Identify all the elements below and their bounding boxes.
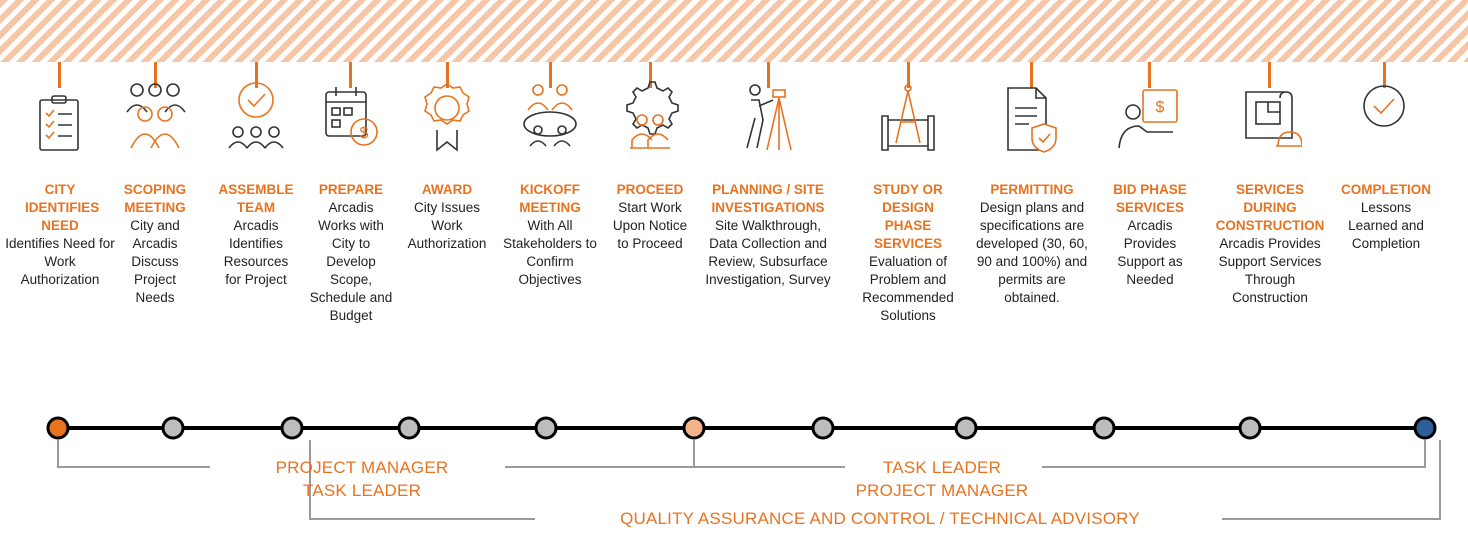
step-kickoff-meeting: KICKOFF MEETING With All Stakeholders to… [494,181,606,289]
svg-text:$: $ [360,125,369,142]
timeline-node [811,416,835,440]
right-role-bracket [1042,440,1426,468]
step-desc: Design plans and specifications are deve… [976,200,1088,305]
step-tick [349,62,352,88]
computer-dollar-icon: $ [1117,68,1181,168]
step-title: SCOPING MEETING [123,182,187,215]
step-permitting: PERMITTING Design plans and specificatio… [968,181,1096,307]
step-scoping-meeting: SCOPING MEETING City and Arcadis Discuss… [99,181,211,307]
step-title: KICKOFF MEETING [519,182,581,215]
document-shield-icon [1000,68,1064,168]
timeline-node [397,416,421,440]
step-tick [154,62,157,88]
gear-people-icon [618,68,682,168]
step-title: SERVICES DURING CONSTRUCTION [1215,182,1325,233]
step-title: CITY IDENTIFIES NEED [25,182,100,233]
left-role-bracket [57,440,210,468]
check-circle-icon [1352,68,1416,168]
step-tick [767,62,770,88]
timeline-node-end [1413,416,1437,440]
step-tick [1383,62,1386,88]
step-city-identifies-need: CITY IDENTIFIES NEED Identifies Need for… [4,181,116,289]
round-table-icon [518,68,582,168]
step-desc: City and Arcadis Discuss Project Needs [130,218,180,305]
step-title: PLANNING / SITE INVESTIGATIONS [711,182,825,215]
step-desc: Start Work Upon Notice to Proceed [612,200,688,251]
calendar-budget-icon: $ [318,68,382,168]
role-left-line2: TASK LEADER [302,481,422,500]
timeline-node [1238,416,1262,440]
team-check-icon [224,68,288,168]
role-right-line2: PROJECT MANAGER [855,481,1029,500]
step-proceed: PROCEED Start Work Upon Notice to Procee… [594,181,706,253]
step-title: COMPLETION [1341,182,1431,197]
step-planning-site-investigations: PLANNING / SITE INVESTIGATIONS Site Walk… [700,181,836,289]
step-tick [907,62,910,88]
step-title: BID PHASE SERVICES [1113,182,1187,215]
timeline-node-midpoint [682,416,706,440]
timeline-node [161,416,185,440]
step-desc: Lessons Learned and Completion [1348,200,1424,251]
step-desc: Site Walkthrough, Data Collection and Re… [705,218,831,287]
role-left-line1: PROJECT MANAGER [275,458,449,477]
qa-bracket-left [309,440,535,520]
step-tick [58,62,61,88]
blueprint-compass-icon [876,68,940,168]
construction-plan-icon [1238,68,1302,168]
step-desc: Evaluation of Problem and Recommended So… [862,254,954,323]
timeline-node-start [46,416,70,440]
step-tick [1148,62,1151,88]
left-role-bracket-end [505,440,695,468]
surveyor-icon [737,68,801,168]
timeline-node [954,416,978,440]
step-tick [649,62,652,88]
striped-banner [0,0,1468,62]
step-desc: Arcadis Provides Support as Needed [1117,218,1183,287]
award-ribbon-icon [415,68,479,168]
step-completion: COMPLETION Lessons Learned and Completio… [1330,181,1442,253]
role-qa: QUALITY ASSURANCE AND CONTROL / TECHNICA… [620,509,1140,528]
step-assemble-team: ASSEMBLE TEAM Arcadis Identifies Resourc… [200,181,312,289]
step-study-or-design-phase-services: STUDY OR DESIGN PHASE SERVICES Evaluatio… [852,181,964,325]
step-tick [1268,62,1271,88]
step-desc: Arcadis Works with City to Develop Scope… [309,200,393,323]
step-title: PREPARE [318,182,384,197]
group-meeting-icon [123,68,187,168]
step-award: AWARD City Issues Work Authorization [391,181,503,253]
step-desc: Arcadis Provides Support Services Throug… [1218,236,1322,305]
timeline-node [1092,416,1116,440]
step-prepare: PREPARE Arcadis Works with City to Devel… [295,181,407,325]
step-desc: Arcadis Identifies Resources for Project [223,218,289,287]
timeline-node [534,416,558,440]
step-tick [1030,62,1033,88]
clipboard-checklist-icon [28,68,92,168]
timeline-node [280,416,304,440]
step-services-during-construction: SERVICES DURING CONSTRUCTION Arcadis Pro… [1208,181,1332,307]
step-tick [255,62,258,88]
step-title: AWARD [421,182,473,197]
step-tick [549,62,552,88]
step-title: STUDY OR DESIGN PHASE SERVICES [873,182,943,251]
step-desc: City Issues Work Authorization [407,200,487,251]
step-tick [446,62,449,88]
step-title: PERMITTING [990,182,1074,197]
role-right-line1: TASK LEADER [882,458,1002,477]
step-bid-phase-services: BID PHASE SERVICES Arcadis Provides Supp… [1100,181,1200,289]
svg-text:$: $ [1156,99,1165,116]
step-desc: Identifies Need for Work Authorization [5,236,115,287]
step-title: ASSEMBLE TEAM [218,182,294,215]
qa-bracket-right [1222,440,1441,520]
step-title: PROCEED [616,182,684,197]
step-desc: With All Stakeholders to Confirm Objecti… [503,218,597,287]
